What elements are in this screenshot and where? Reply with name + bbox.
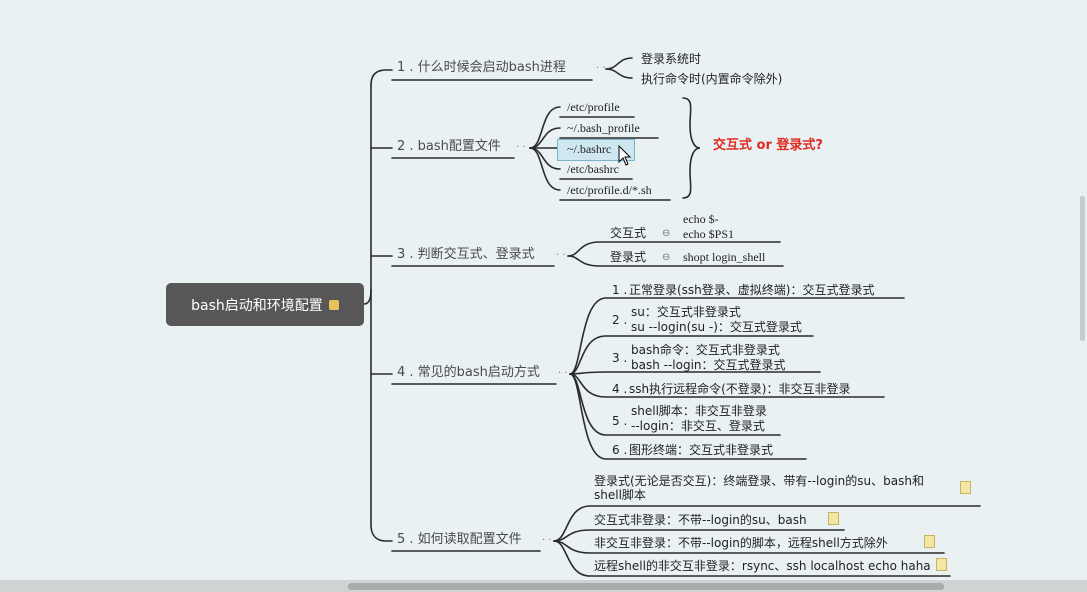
branch-1-child-1[interactable]: 登录系统时 bbox=[641, 52, 702, 66]
collapse-dots-icon[interactable]: ⊖ bbox=[662, 252, 671, 263]
startup-1-num: 1 . bbox=[612, 283, 628, 297]
startup-6-num: 6 . bbox=[612, 443, 628, 457]
collapse-dots-icon[interactable]: · · bbox=[542, 535, 552, 546]
cursor-icon bbox=[618, 145, 632, 166]
login-label[interactable]: 登录式 bbox=[610, 250, 647, 264]
note-icon[interactable] bbox=[960, 481, 971, 494]
config-file-5[interactable]: /etc/profile.d/*.sh bbox=[567, 183, 652, 197]
startup-3-num: 3 . bbox=[612, 351, 628, 365]
read-config-3-line-1[interactable]: 非交互非登录：不带--login的脚本，远程shell方式除外 bbox=[594, 536, 888, 550]
interactive-detail-1[interactable]: echo $- bbox=[683, 212, 719, 226]
startup-5-num: 5 . bbox=[612, 414, 628, 428]
collapse-dots-icon[interactable]: · · bbox=[556, 250, 566, 261]
selection-highlight bbox=[557, 139, 635, 161]
interactive-label[interactable]: 交互式 bbox=[610, 226, 647, 240]
read-config-4-line-1[interactable]: 远程shell的非交互非登录：rsync、ssh localhost echo … bbox=[594, 559, 931, 573]
branch-2-label[interactable]: 2 . bash配置文件 bbox=[397, 139, 501, 154]
collapse-dots-icon[interactable]: · · · bbox=[596, 63, 612, 74]
note-icon[interactable] bbox=[924, 535, 935, 548]
collapse-dots-icon[interactable]: ⊖ bbox=[662, 228, 671, 239]
config-file-4[interactable]: /etc/bashrc bbox=[567, 162, 619, 176]
config-file-1[interactable]: /etc/profile bbox=[567, 100, 620, 114]
startup-3-line-2[interactable]: bash --login：交互式登录式 bbox=[631, 358, 786, 372]
interactive-detail-2[interactable]: echo $PS1 bbox=[683, 227, 734, 241]
branch-4-label[interactable]: 4 . 常见的bash启动方式 bbox=[397, 365, 540, 380]
read-config-1-line-2[interactable]: shell脚本 bbox=[594, 488, 646, 502]
startup-3-line-1[interactable]: bash命令：交互式非登录式 bbox=[631, 343, 780, 357]
vertical-scroll-thumb[interactable] bbox=[1080, 196, 1085, 341]
read-config-1-line-1[interactable]: 登录式(无论是否交互)：终端登录、带有--login的su、bash和 bbox=[594, 474, 924, 488]
root-node[interactable]: bash启动和环境配置 bbox=[166, 283, 364, 326]
startup-1-line-1[interactable]: 正常登录(ssh登录、虚拟终端)：交互式登录式 bbox=[629, 283, 875, 297]
startup-4-num: 4 . bbox=[612, 382, 628, 396]
branch-5-label[interactable]: 5 . 如何读取配置文件 bbox=[397, 532, 522, 547]
root-label: bash启动和环境配置 bbox=[191, 297, 323, 314]
branch-1-label[interactable]: 1 . 什么时候会启动bash进程 bbox=[397, 60, 566, 75]
collapse-dots-icon[interactable]: · · bbox=[558, 368, 568, 379]
login-detail-1[interactable]: shopt login_shell bbox=[683, 250, 766, 264]
startup-2-line-1[interactable]: su：交互式非登录式 bbox=[631, 305, 741, 319]
summary-note[interactable]: 交互式 or 登录式? bbox=[713, 138, 823, 153]
branch-1-child-2[interactable]: 执行命令时(内置命令除外) bbox=[641, 72, 783, 86]
note-icon[interactable] bbox=[828, 512, 839, 525]
config-file-3[interactable]: ~/.bashrc bbox=[567, 142, 612, 156]
startup-4-line-1[interactable]: ssh执行远程命令(不登录)：非交互非登录 bbox=[629, 382, 851, 396]
root-marker-icon bbox=[328, 299, 339, 310]
startup-5-line-2[interactable]: --login：非交互、登录式 bbox=[631, 419, 765, 433]
branch-3-label[interactable]: 3 . 判断交互式、登录式 bbox=[397, 247, 535, 262]
startup-5-line-1[interactable]: shell脚本：非交互非登录 bbox=[631, 404, 767, 418]
note-icon[interactable] bbox=[936, 558, 947, 571]
horizontal-scroll-thumb[interactable] bbox=[348, 583, 944, 590]
config-file-2[interactable]: ~/.bash_profile bbox=[567, 121, 640, 135]
startup-6-line-1[interactable]: 图形终端：交互式非登录式 bbox=[629, 443, 774, 457]
read-config-2-line-1[interactable]: 交互式非登录：不带--login的su、bash bbox=[594, 513, 807, 527]
collapse-dots-icon[interactable]: · · bbox=[516, 142, 526, 153]
startup-2-line-2[interactable]: su --login(su -)：交互式登录式 bbox=[631, 320, 802, 334]
startup-2-num: 2 . bbox=[612, 313, 628, 327]
